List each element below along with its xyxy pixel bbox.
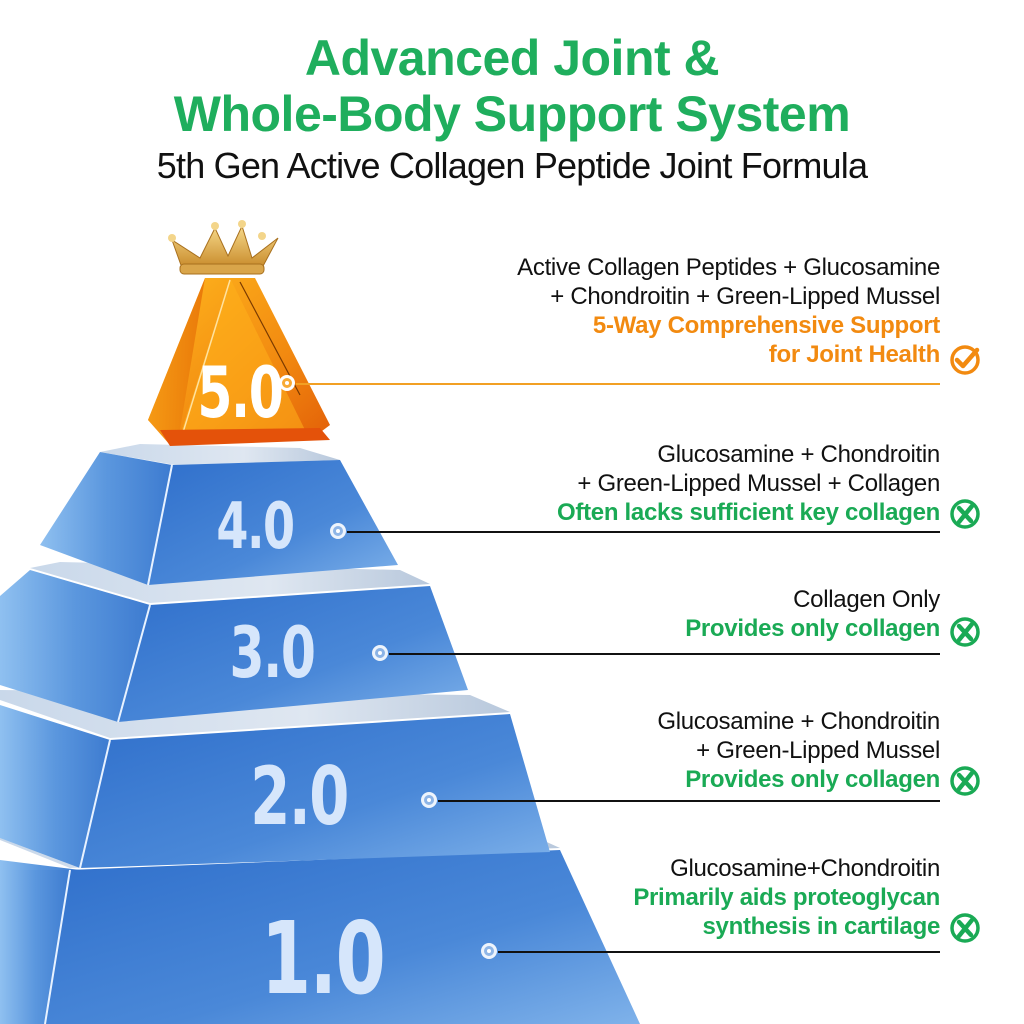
tier-5-number: 5.0 (197, 352, 283, 434)
tier-4-label: Glucosamine + Chondroitin + Green-Lipped… (557, 440, 940, 527)
tier-2-connector (438, 800, 940, 802)
tier-3-connector (389, 653, 940, 655)
tier-5-label: Active Collagen Peptides + Glucosamine +… (517, 253, 940, 369)
tier-1-marker (481, 943, 497, 959)
tier-1-number: 1.0 (261, 900, 386, 1017)
x-circle-icon (950, 617, 980, 647)
tier-3-note-1: Provides only collagen (685, 615, 940, 642)
tier-5-note-2: for Joint Health (768, 341, 941, 368)
tier-1-note-2: synthesis in cartilage (702, 913, 940, 940)
x-circle-icon (950, 499, 980, 529)
tier-5-marker (279, 375, 295, 391)
tier-3-label: Collagen Only Provides only collagen (685, 585, 940, 643)
tier-4-desc-2: + Green-Lipped Mussel + Collagen (577, 470, 940, 497)
tier-2-desc-1: Glucosamine + Chondroitin (657, 708, 940, 735)
tier-4-desc-1: Glucosamine + Chondroitin (657, 441, 940, 468)
x-circle-icon (950, 766, 980, 796)
tier-5-connector (296, 383, 940, 385)
tier-2-marker (421, 792, 437, 808)
tier-5-desc-1: Active Collagen Peptides + Glucosamine (517, 254, 940, 281)
tier-2-number: 2.0 (250, 750, 349, 843)
tier-4-note-1: Often lacks sufficient key collagen (557, 499, 940, 526)
crown-icon (168, 220, 279, 275)
subtitle: 5th Gen Active Collagen Peptide Joint Fo… (156, 145, 868, 186)
tier-5-note-1: 5-Way Comprehensive Support (592, 312, 940, 339)
tier-4-connector (347, 531, 940, 533)
tier-3-marker (372, 645, 388, 661)
tier-2-label: Glucosamine + Chondroitin + Green-Lipped… (657, 707, 940, 794)
tier-2-note-1: Provides only collagen (685, 766, 940, 793)
tier-1-note-1: Primarily aids proteoglycan (633, 884, 940, 911)
title-line-2: Whole-Body Support System (173, 86, 851, 142)
tier-4-marker (330, 523, 346, 539)
tier-4-number: 4.0 (216, 490, 295, 564)
title-line-1: Advanced Joint & (304, 30, 720, 86)
tier-3-desc-1: Collagen Only (793, 586, 940, 613)
tier-1-desc-1: Glucosamine+Chondroitin (670, 855, 940, 882)
tier-4-shape (40, 444, 398, 586)
tier-1-connector (498, 951, 940, 953)
tier-3-number: 3.0 (229, 612, 316, 694)
tier-5-desc-2: + Chondroitin + Green-Lipped Mussel (550, 283, 940, 310)
tier-2-desc-2: + Green-Lipped Mussel (696, 737, 940, 764)
tier-1-label: Glucosamine+Chondroitin Primarily aids p… (633, 854, 940, 941)
check-circle-icon (950, 345, 980, 375)
x-circle-icon (950, 913, 980, 943)
